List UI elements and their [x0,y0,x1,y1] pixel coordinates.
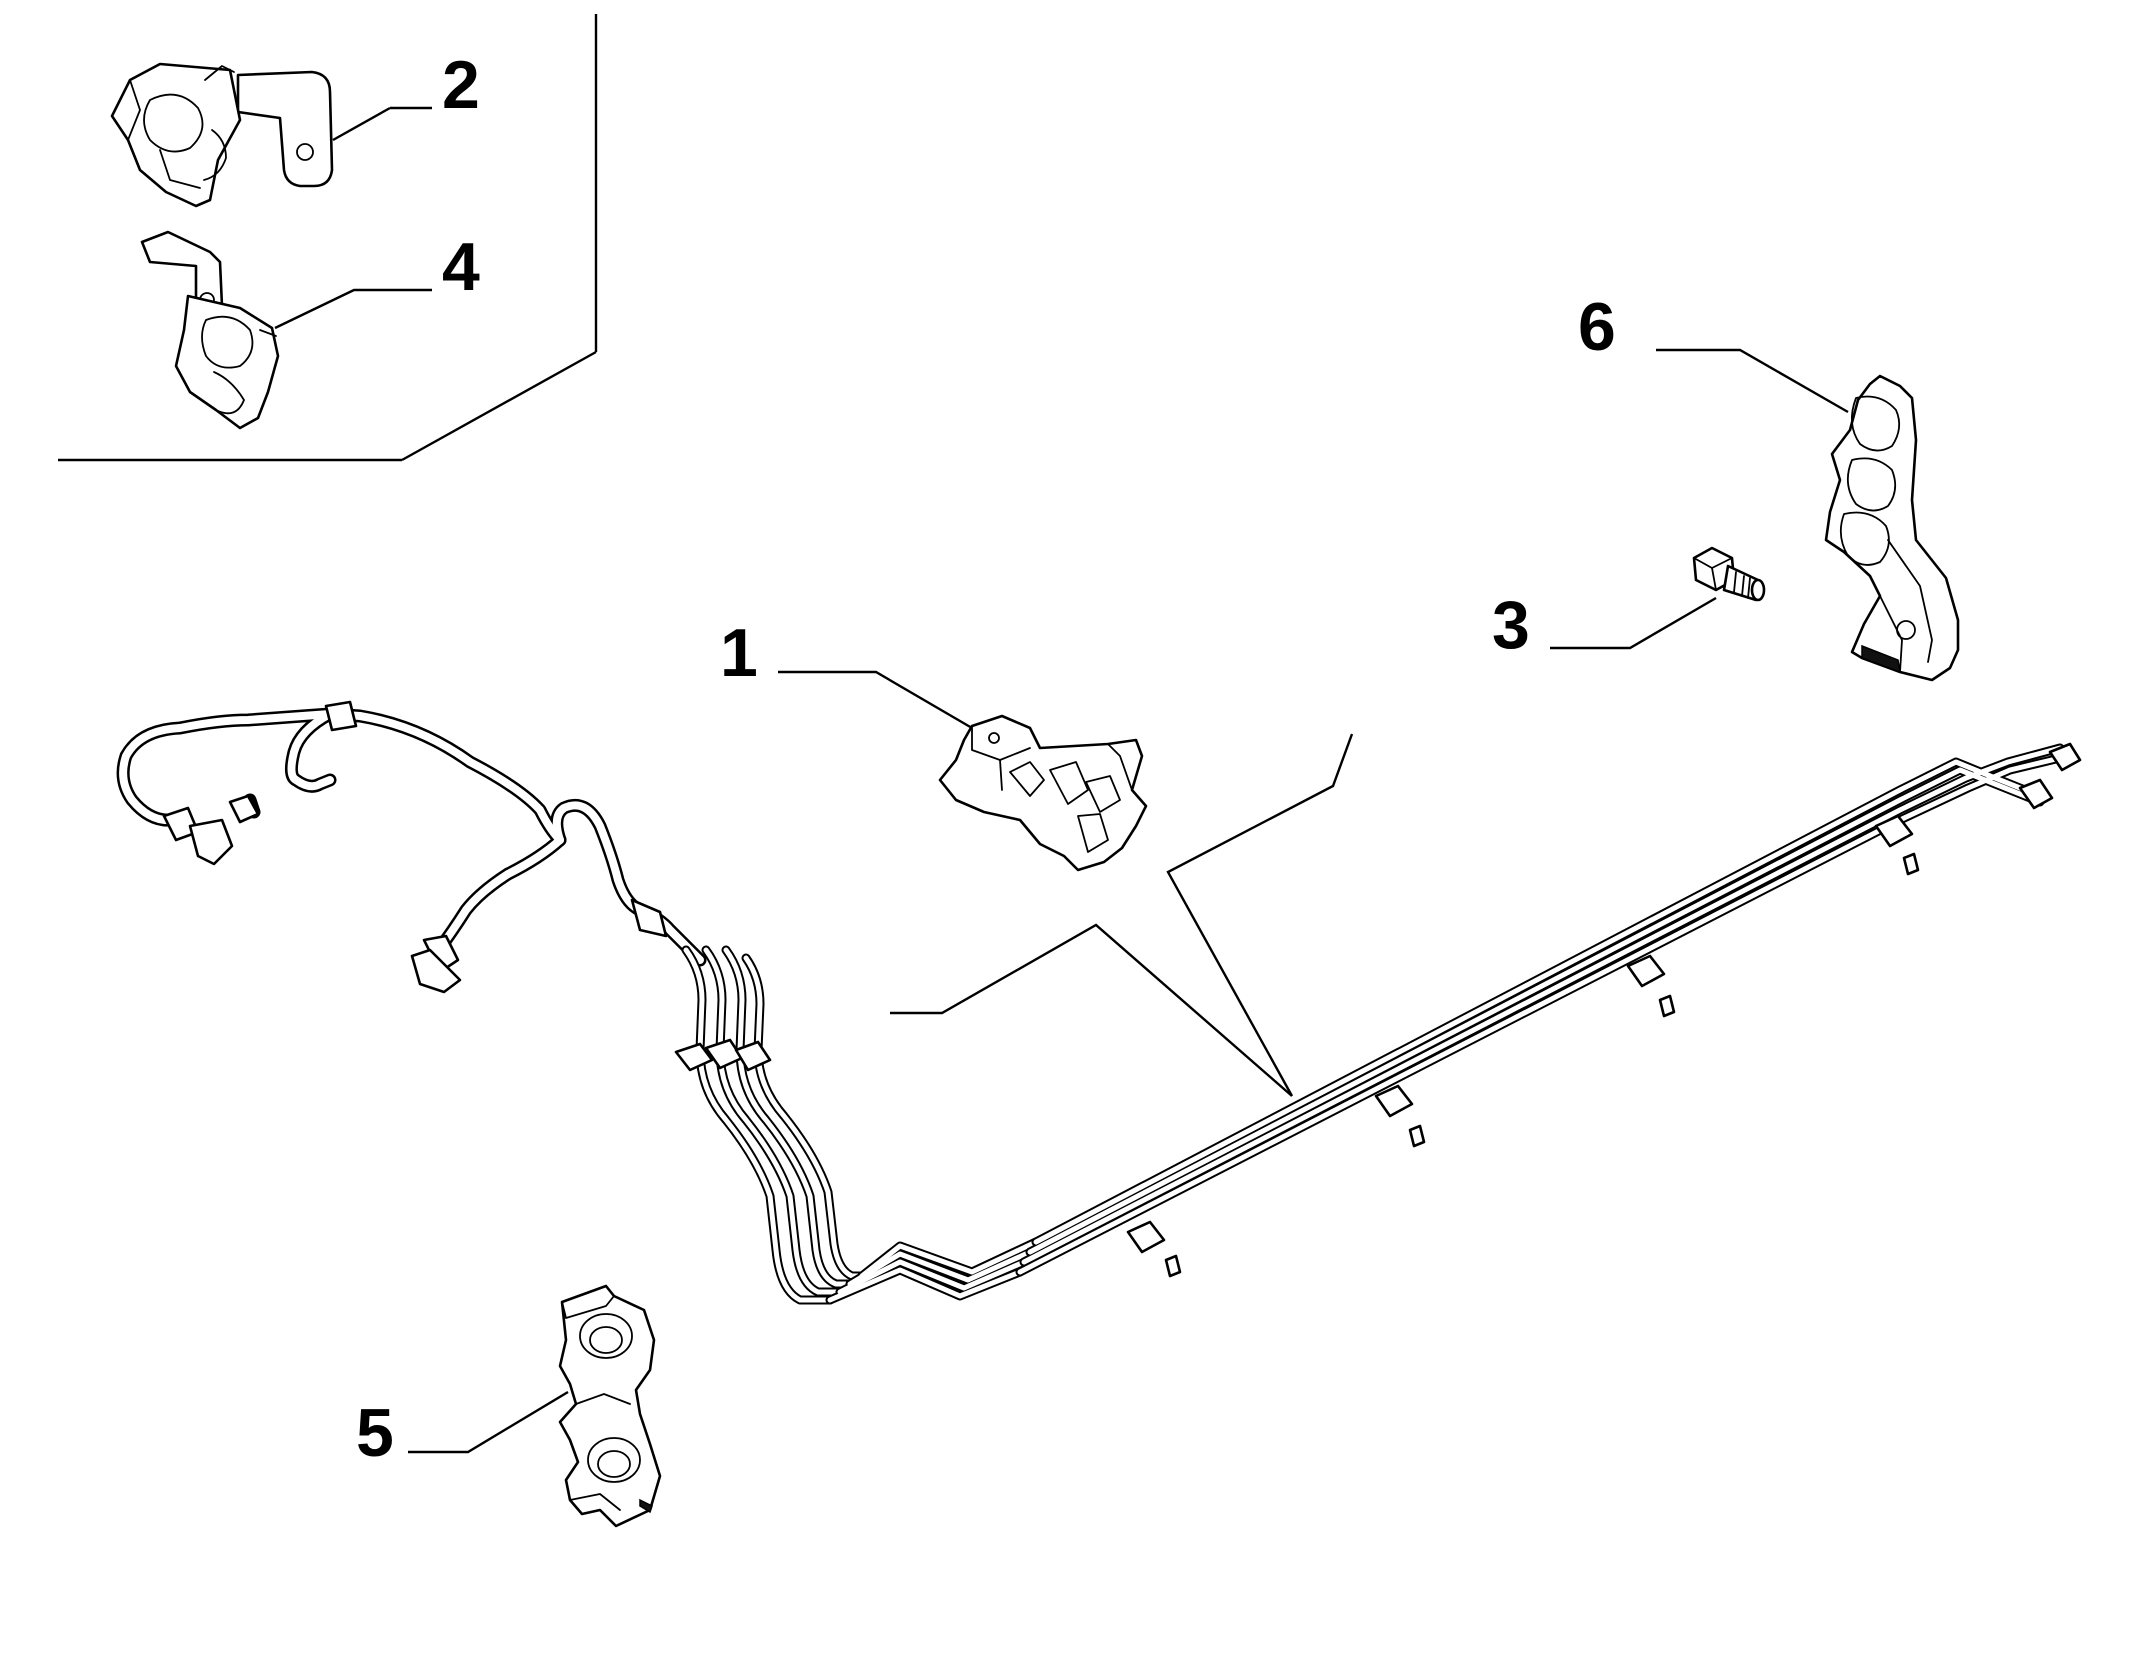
pipe-assembly [116,700,2082,1305]
part-2-clip-bracket [110,62,334,208]
leader-1 [778,670,973,730]
leader-6 [1656,348,1849,414]
callout-5: 5 [356,1395,394,1471]
inset-frame [58,14,598,462]
callout-4: 4 [442,229,480,305]
callout-3: 3 [1492,587,1530,663]
part-5-double-clip [558,1284,662,1528]
leader-3 [1550,596,1717,650]
part-6-clip-bracket [1824,374,1960,682]
leader-4 [274,288,432,330]
part-4-clip-bracket [140,230,280,430]
leader-5 [408,1390,569,1454]
callout-6: 6 [1578,289,1616,365]
part-3-bolt [1692,546,1766,602]
callout-2: 2 [442,47,480,123]
part-1-multi-clip [938,714,1148,872]
leader-2 [332,106,391,142]
callout-1: 1 [720,615,758,691]
pointer-lines [890,733,1354,1097]
callouts: 1 2 3 4 5 6 [356,47,1616,1471]
